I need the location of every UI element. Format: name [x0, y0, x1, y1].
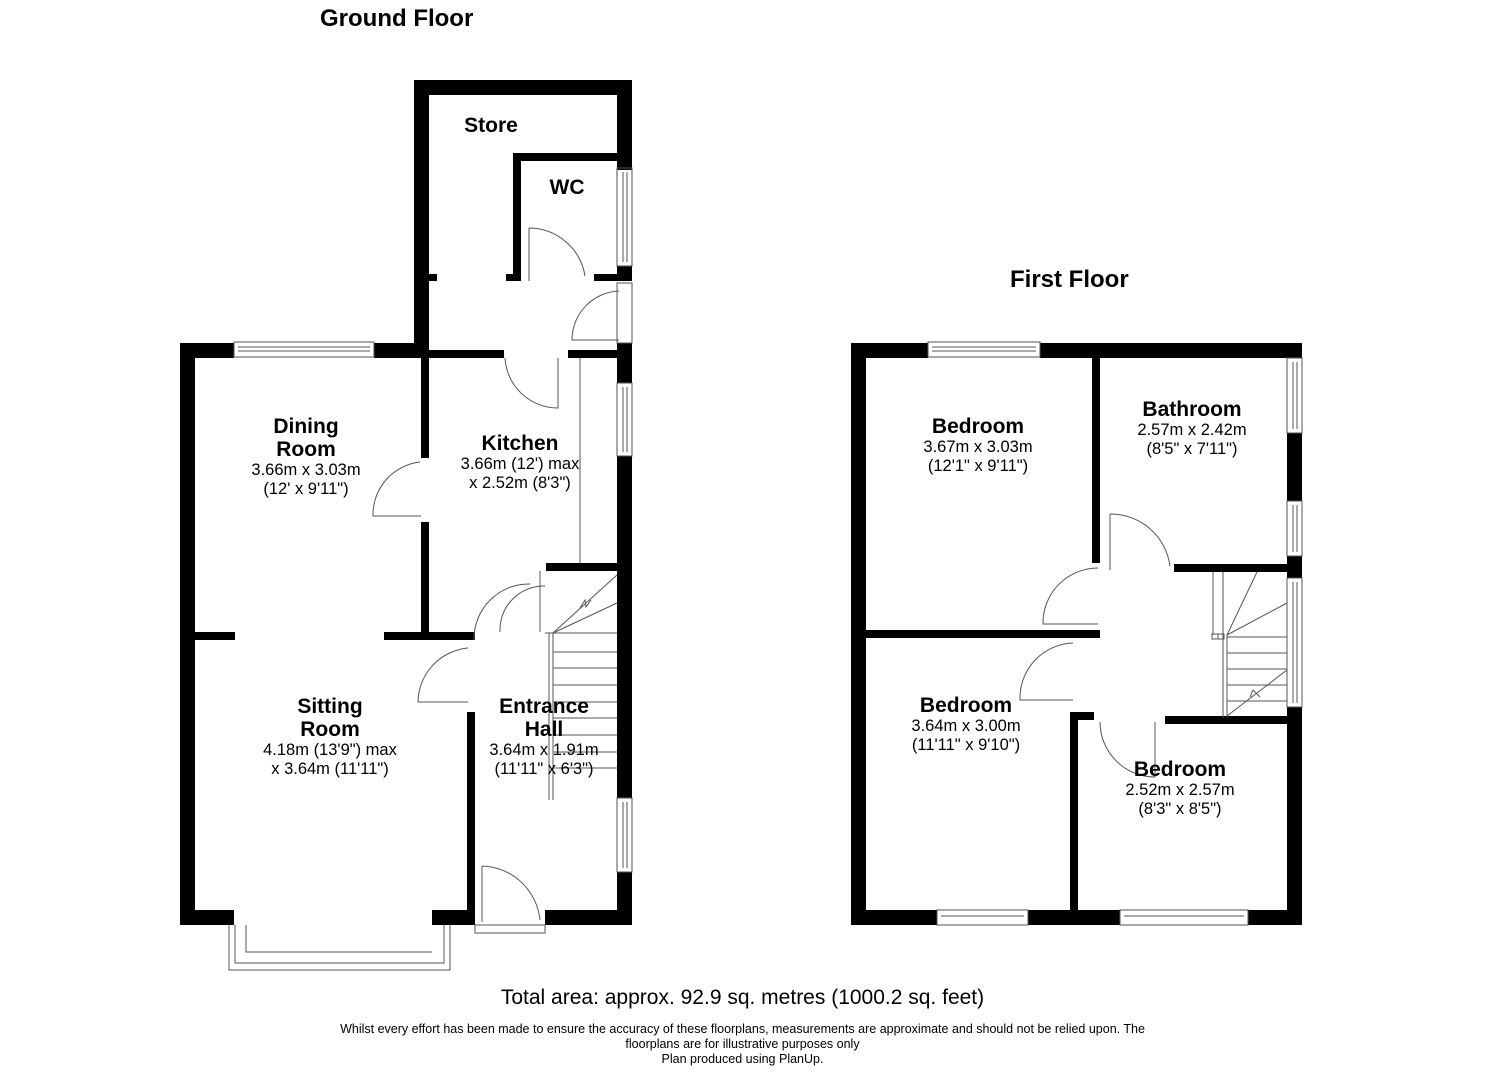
room-sitting-dim-1: 4.18m (13'9") max: [263, 741, 397, 759]
room-dining-name-2: Room: [276, 438, 336, 461]
room-bedroom-rear-right-name: Bedroom: [1133, 758, 1227, 781]
room-bedroom-rear-left-name: Bedroom: [919, 694, 1013, 717]
room-wc: WC: [530, 176, 604, 199]
room-sitting-room: Sitting Room 4.18m (13'9") max x 3.64m (…: [230, 695, 430, 779]
ground-floor-walls: [180, 80, 632, 925]
room-sitting-name-2: Room: [300, 718, 360, 741]
room-sitting-dim-2: x 3.64m (11'11"): [271, 760, 389, 778]
room-bedroom-rear-right: Bedroom 2.52m x 2.57m (8'3" x 8'5"): [1100, 758, 1260, 819]
first-floor-fixtures: [927, 341, 1303, 926]
ground-floor-title: Ground Floor: [320, 5, 474, 32]
room-sitting-name-1: Sitting: [297, 695, 363, 718]
room-hall-dim-imperial: (11'11" x 6'3"): [494, 760, 594, 778]
room-bedroom-front-dim-imperial: (12'1" x 9'11"): [927, 457, 1029, 475]
room-hall-name-1: Entrance: [499, 695, 589, 718]
room-bedroom-rear-right-dim-metric: 2.52m x 2.57m: [1125, 781, 1235, 799]
total-area: Total area: approx. 92.9 sq. metres (100…: [500, 986, 985, 1009]
room-bedroom-rear-left-dim-metric: 3.64m x 3.00m: [911, 717, 1021, 735]
first-floor-walls: [851, 343, 1302, 925]
room-kitchen-name: Kitchen: [481, 432, 559, 455]
first-floor-title: First Floor: [1010, 266, 1129, 293]
room-dining-dim-imperial: (12' x 9'11"): [263, 480, 349, 498]
room-bathroom: Bathroom 2.57m x 2.42m (8'5" x 7'11"): [1112, 398, 1272, 459]
room-hall-dim-metric: 3.64m x 1.91m: [489, 741, 599, 759]
room-wc-name: WC: [549, 176, 585, 199]
plan-credit: Plan produced using PlanUp.: [661, 1052, 824, 1066]
room-bedroom-front-dim-metric: 3.67m x 3.03m: [923, 438, 1033, 456]
room-hall-name-2: Hall: [524, 718, 564, 741]
room-kitchen-dim-2: x 2.52m (8'3"): [469, 474, 571, 492]
room-bedroom-front: Bedroom 3.67m x 3.03m (12'1" x 9'11"): [898, 415, 1058, 476]
room-dining-room: Dining Room 3.66m x 3.03m (12' x 9'11"): [226, 415, 386, 499]
room-bedroom-rear-left: Bedroom 3.64m x 3.00m (11'11" x 9'10"): [886, 694, 1046, 755]
room-dining-name-1: Dining: [273, 415, 339, 438]
room-entrance-hall: Entrance Hall 3.64m x 1.91m (11'11" x 6'…: [474, 695, 614, 779]
disclaimer-line-2: floorplans are for illustrative purposes…: [625, 1037, 860, 1051]
room-dining-dim-metric: 3.66m x 3.03m: [251, 461, 361, 479]
room-bathroom-dim-metric: 2.57m x 2.42m: [1137, 421, 1247, 439]
room-store: Store: [440, 114, 542, 137]
room-bathroom-name: Bathroom: [1142, 398, 1242, 421]
disclaimer-line-1: Whilst every effort has been made to ens…: [340, 1022, 1145, 1036]
room-kitchen: Kitchen 3.66m (12') max x 2.52m (8'3"): [440, 432, 600, 493]
room-bedroom-front-name: Bedroom: [931, 415, 1025, 438]
disclaimer: Whilst every effort has been made to ens…: [0, 1022, 1485, 1067]
room-store-name: Store: [464, 114, 518, 137]
ground-floor-fixtures: [228, 167, 633, 971]
room-bathroom-dim-imperial: (8'5" x 7'11"): [1146, 440, 1238, 458]
room-bedroom-rear-left-dim-imperial: (11'11" x 9'10"): [911, 736, 1021, 754]
room-kitchen-dim-1: 3.66m (12') max: [460, 455, 580, 473]
room-bedroom-rear-right-dim-imperial: (8'3" x 8'5"): [1138, 800, 1222, 818]
